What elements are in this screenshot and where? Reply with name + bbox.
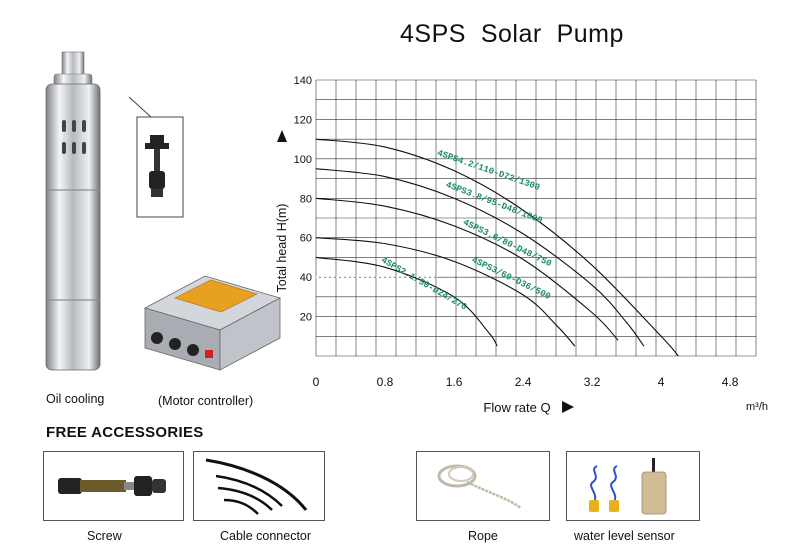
y-tick-label: 60	[300, 233, 312, 245]
accessories-heading: FREE ACCESSORIES	[46, 424, 204, 441]
fitting-callout	[128, 96, 184, 218]
y-tick-label: 40	[300, 272, 312, 284]
y-tick-label: 120	[294, 114, 312, 126]
y-tick-label: 140	[294, 75, 312, 87]
x-axis-label: Flow rate Q	[483, 400, 550, 415]
series-line	[315, 237, 576, 347]
rope-image	[437, 464, 522, 510]
accessory-rope-box	[416, 451, 550, 521]
x-tick-label: 0.8	[377, 375, 394, 389]
sensor-image	[589, 458, 667, 515]
screw-image	[58, 476, 166, 496]
y-axis-arrow-icon	[277, 130, 287, 142]
accessory-screw-label: Screw	[87, 529, 122, 543]
series-line	[315, 197, 619, 341]
pump-caption: Oil cooling	[46, 392, 105, 406]
accessory-cable-label: Cable connector	[220, 529, 312, 543]
x-tick-label: 0	[313, 375, 320, 389]
chart-grid	[315, 79, 757, 357]
y-axis-label: Total head H(m)	[275, 204, 289, 293]
y-tick-label: 100	[294, 154, 312, 166]
x-tick-label: 3.2	[584, 375, 601, 389]
page-title: 4SPS Solar Pump	[400, 20, 624, 48]
accessory-rope-label: Rope	[468, 529, 498, 543]
y-tick-label: 20	[300, 312, 312, 324]
accessory-sensor-box	[566, 451, 700, 521]
controller-caption: (Motor controller)	[158, 394, 254, 408]
pump-illustration	[45, 51, 101, 371]
accessory-sensor-label: water level sensor	[574, 529, 675, 543]
performance-chart: 20 40 60 80 100 120 140 0 0.8 1.6 2.4 3.2 4 4.8 Total …	[275, 75, 768, 415]
series-line	[315, 256, 498, 347]
x-axis-arrow-icon	[562, 401, 575, 413]
x-tick-label: 4	[658, 375, 665, 389]
controller-illustration	[143, 275, 282, 371]
x-tick-label: 1.6	[446, 375, 463, 389]
cable-image	[205, 458, 308, 515]
accessory-screw-box	[43, 451, 184, 521]
series-label: 4SPS2.1/50-D24/270	[379, 255, 468, 312]
x-tick-label: 2.4	[515, 375, 532, 389]
series-line	[315, 138, 679, 357]
x-axis-unit: m³/h	[746, 401, 768, 413]
accessory-cable-box	[193, 451, 325, 521]
x-tick-label: 4.8	[722, 375, 739, 389]
y-tick-label: 80	[300, 193, 312, 205]
series-line	[315, 168, 645, 347]
